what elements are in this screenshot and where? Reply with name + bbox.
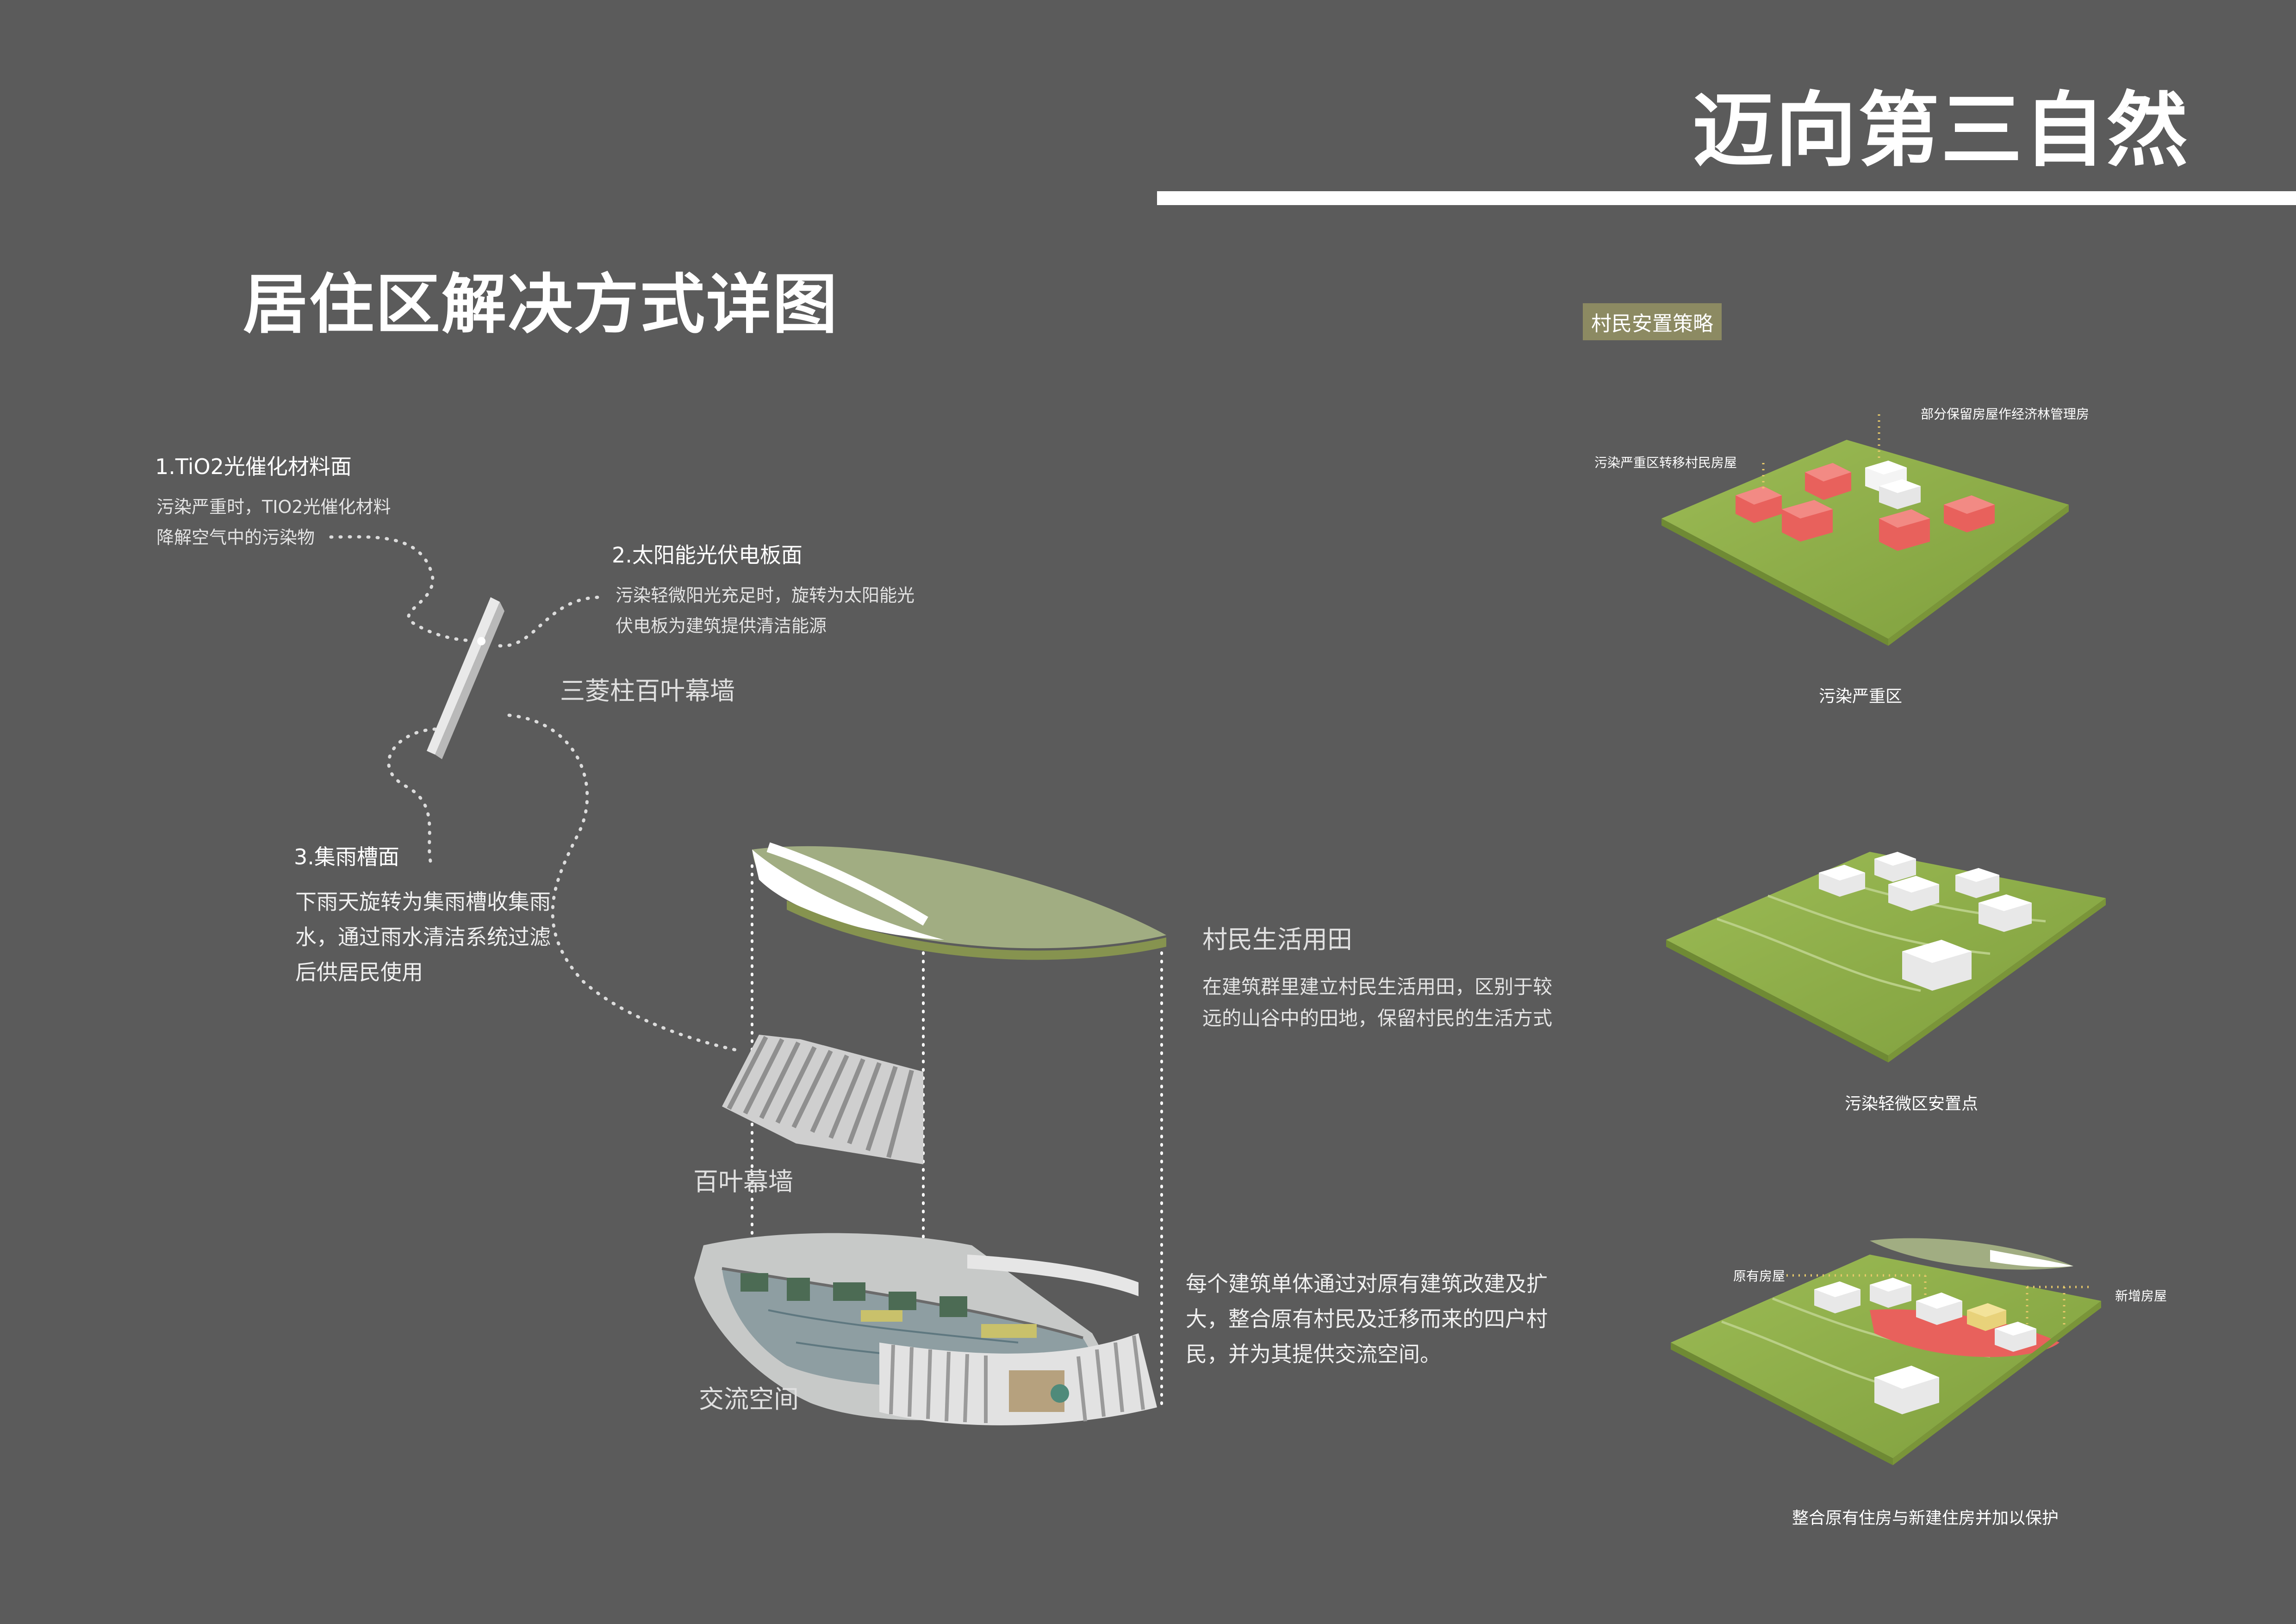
main-title: 迈向第三自然 — [1692, 84, 2190, 178]
louver-curtain-wall — [722, 1035, 923, 1164]
field-title: 村民生活用田 — [1202, 925, 1352, 954]
d3-label-new: 新增房屋 — [2115, 1288, 2167, 1304]
d1-caption: 污染严重区 — [1818, 687, 1902, 706]
louver-column — [427, 597, 504, 759]
item3-desc-line3: 后供居民使用 — [295, 960, 423, 985]
item1-desc-line2: 降解空气中的污染物 — [156, 527, 315, 548]
kept-houses — [1865, 461, 1921, 509]
section-title: 居住区解决方式详图 — [243, 267, 839, 343]
field-desc-line1: 在建筑群里建立村民生活用田，区别于较 — [1202, 975, 1553, 998]
d3-label-original: 原有房屋 — [1733, 1268, 1786, 1284]
front-louvers — [879, 1333, 1157, 1425]
space-desc-line2: 大，整合原有村民及迁移而来的四户村 — [1186, 1306, 1548, 1331]
item1-desc-line1: 污染严重时，TIO2光催化材料 — [156, 497, 391, 517]
item3-title: 3.集雨槽面 — [294, 844, 399, 869]
item1-title: 1.TiO2光催化材料面 — [155, 454, 352, 479]
d3-caption: 整合原有住房与新建住房并加以保护 — [1792, 1509, 2059, 1528]
item2-desc-line2: 伏电板为建筑提供清洁能源 — [616, 616, 827, 636]
louver-column-label: 三菱柱百叶幕墙 — [560, 676, 735, 706]
resettlement-strategy-tag: 村民安置策略 — [1583, 303, 1722, 340]
diagram-mild-zone — [1666, 852, 2106, 1062]
louver-wall-label: 百叶幕墙 — [693, 1167, 793, 1196]
space-desc-line3: 民，并为其提供交流空间。 — [1186, 1342, 1441, 1367]
village-field-disc — [752, 842, 1166, 960]
diagram-integration — [1671, 1238, 2101, 1465]
mild-zone-houses — [1819, 852, 2032, 991]
item3-desc-line2: 水，通过雨水清洁系统过滤 — [295, 924, 551, 949]
diagram-severe-zone — [1661, 414, 2069, 646]
d1-label-relocated: 污染严重区转移村民房屋 — [1594, 455, 1737, 470]
exchange-space-label: 交流空间 — [699, 1385, 799, 1414]
integration-houses — [1814, 1278, 2036, 1414]
connector-lines — [329, 535, 742, 1053]
field-desc-line2: 远的山谷中的田地，保留村民的生活方式 — [1202, 1007, 1553, 1030]
d2-caption: 污染轻微区安置点 — [1844, 1094, 1978, 1113]
space-desc-line1: 每个建筑单体通过对原有建筑改建及扩 — [1186, 1271, 1548, 1296]
item3-desc-line1: 下雨天旋转为集雨槽收集雨 — [295, 889, 551, 914]
title-rule — [1157, 191, 2296, 205]
item2-desc-line1: 污染轻微阳光充足时，旋转为太阳能光 — [616, 585, 915, 606]
relocated-houses — [1736, 463, 1995, 551]
item2-title: 2.太阳能光伏电板面 — [612, 543, 803, 568]
d1-label-kept: 部分保留房屋作经济林管理房 — [1921, 406, 2090, 422]
exchange-space-building — [694, 1233, 1157, 1425]
